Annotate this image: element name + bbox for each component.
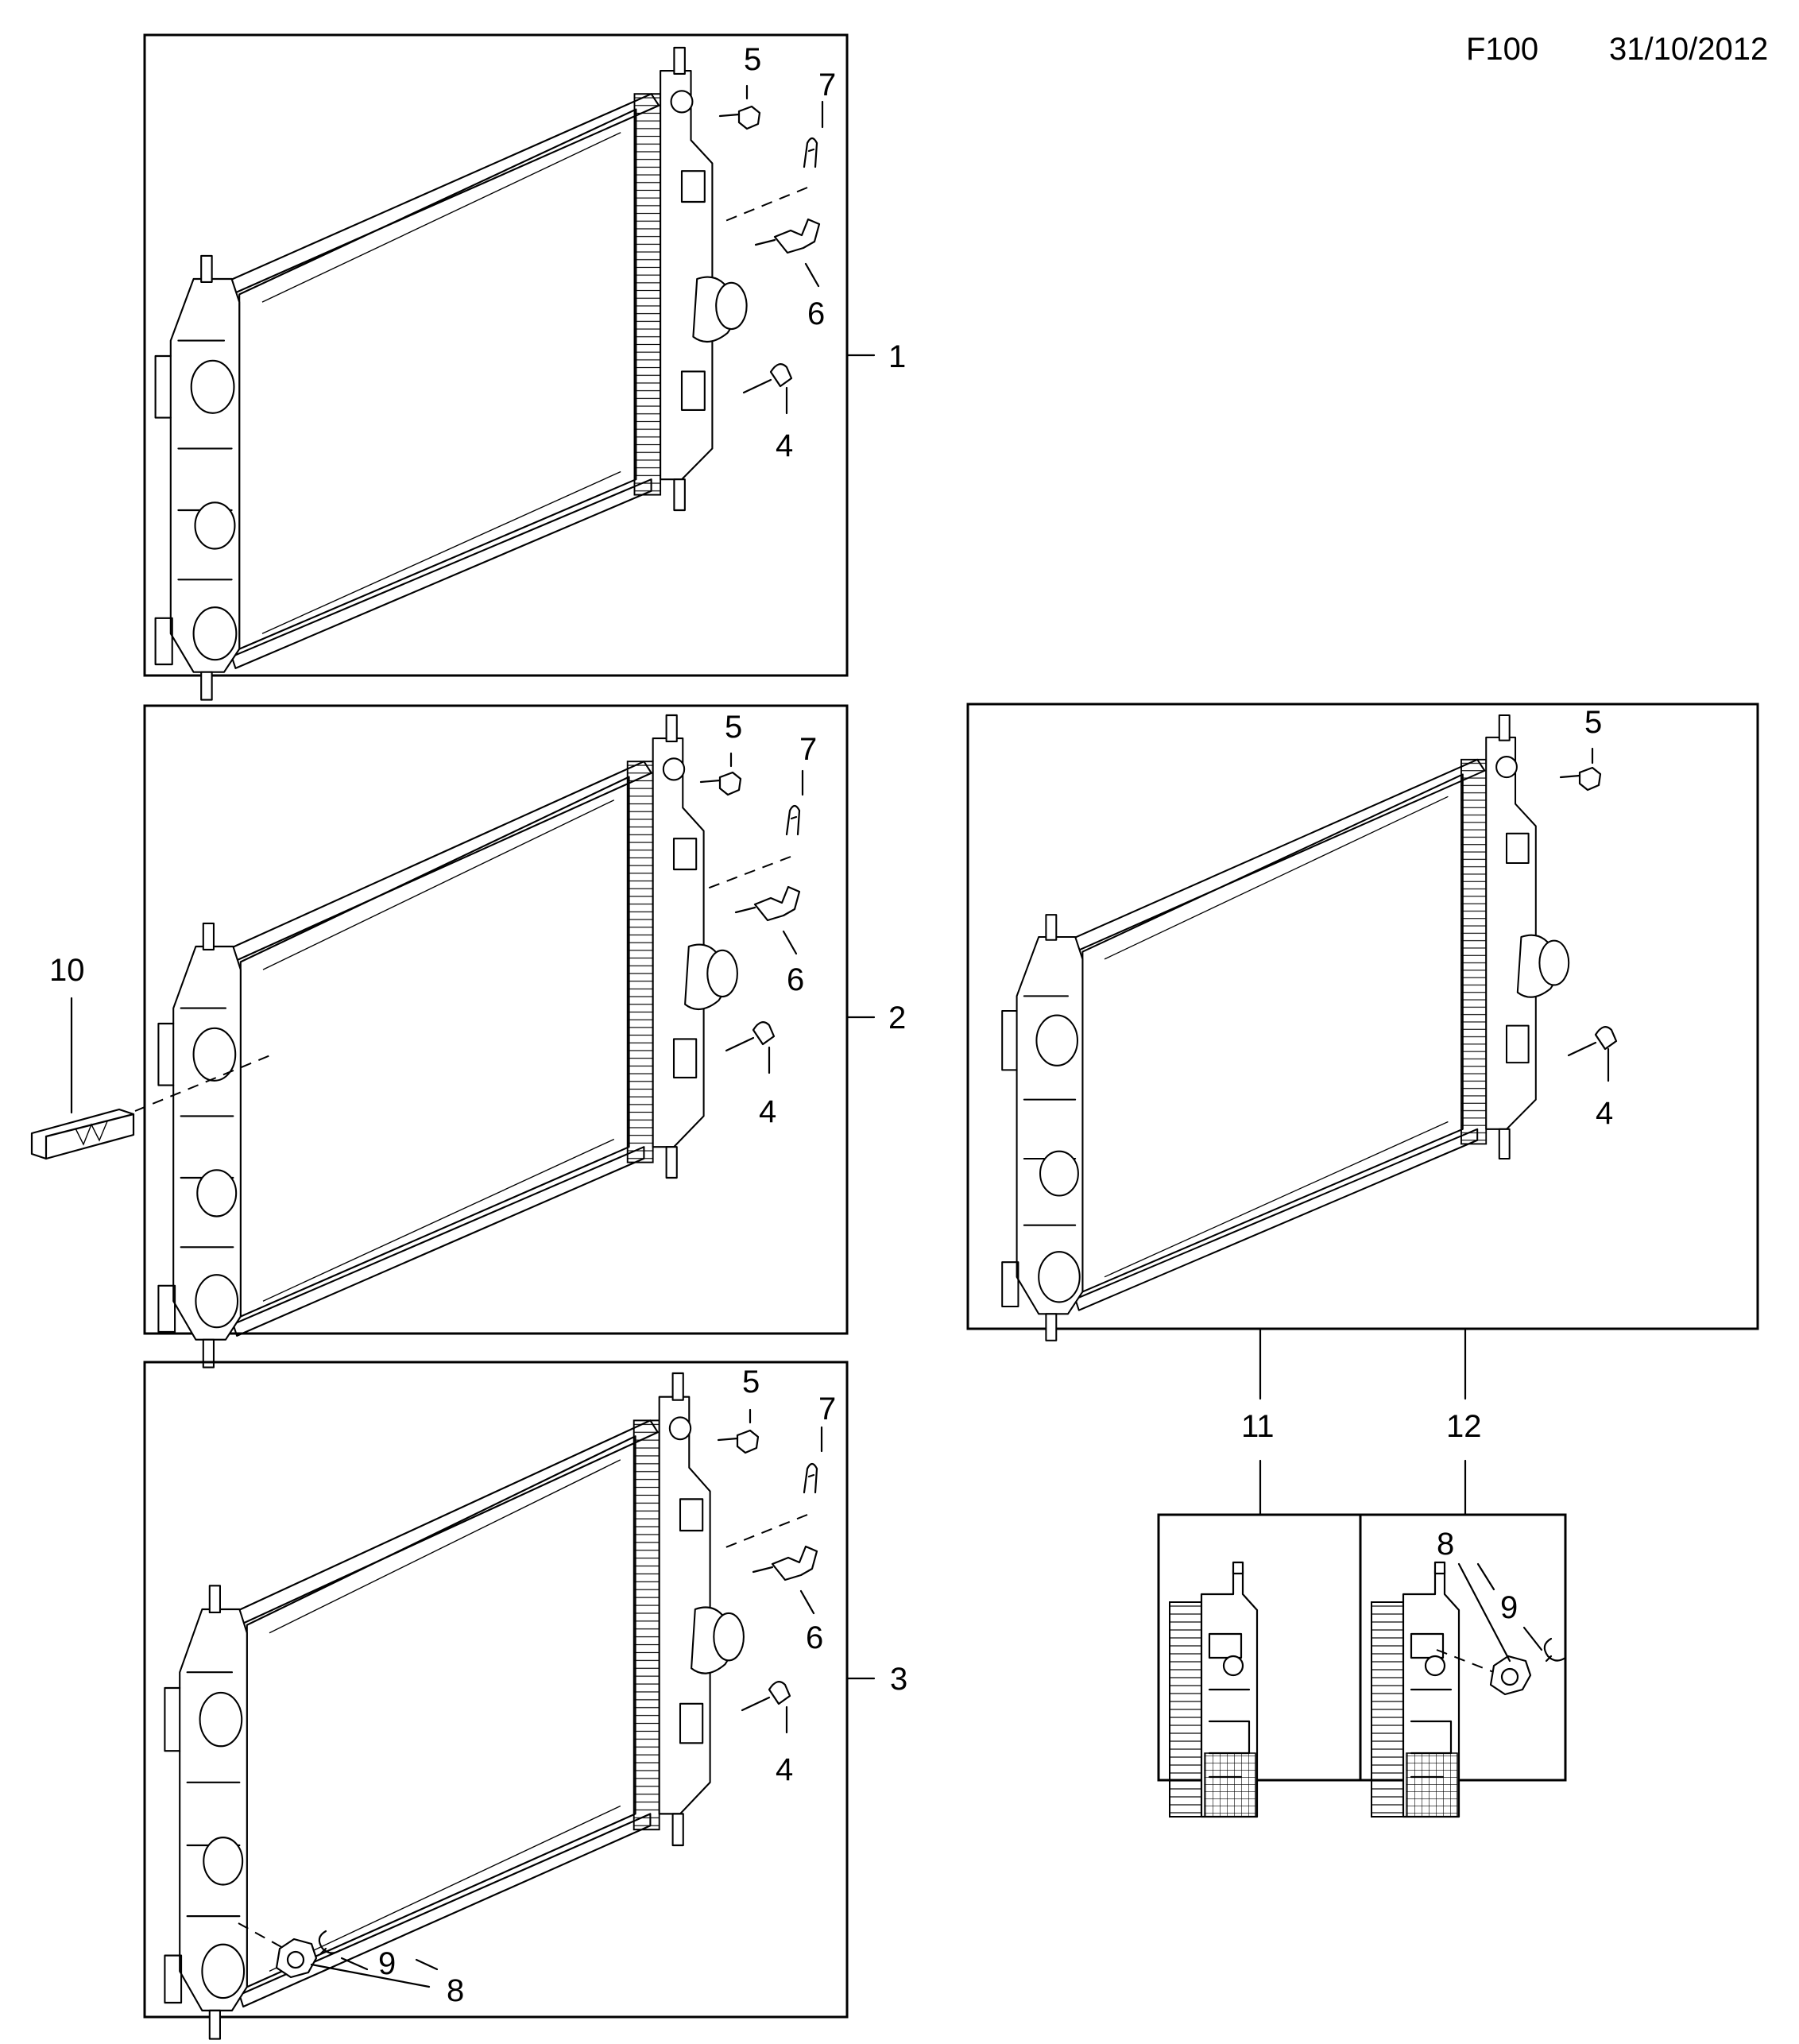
callout-4: 4: [776, 428, 793, 463]
clip-7-panel-3: [803, 1462, 818, 1494]
bolt-5-panel-1: [718, 105, 761, 130]
callout-5: 5: [742, 1365, 760, 1399]
radiator-2: [157, 714, 738, 1368]
drain-plug-8-detail-12: [1489, 1655, 1532, 1696]
diagram-date: 31/10/2012: [1609, 32, 1769, 67]
radiator-11-12: [1001, 714, 1570, 1341]
detail-box-12: [1359, 1513, 1567, 1782]
callout-7: 7: [818, 1392, 836, 1427]
callout-8: 8: [447, 1973, 464, 2008]
callout-6: 6: [787, 962, 804, 997]
callout-12: 12: [1446, 1409, 1482, 1444]
callout-2: 2: [888, 1001, 906, 1036]
part-10-bracket: [30, 1108, 135, 1160]
end-tank-detail-12: [1370, 1561, 1460, 1818]
end-tank-detail-11: [1168, 1561, 1259, 1818]
panel-radiator-11-12: [966, 703, 1759, 1330]
plug-4-panel-3: [741, 1681, 791, 1712]
callout-3: 3: [890, 1662, 907, 1697]
callout-4: 4: [776, 1752, 793, 1787]
panel-radiator-3: [143, 1361, 849, 2019]
callout-4: 4: [759, 1094, 776, 1129]
callout-5: 5: [1584, 705, 1602, 740]
callout-1: 1: [888, 339, 906, 374]
callout-7: 7: [799, 732, 817, 767]
ring-9-detail-12: [1543, 1637, 1567, 1663]
bolt-5-panel-3: [717, 1429, 760, 1454]
callout-9: 9: [1500, 1590, 1518, 1625]
plug-4-panel-2: [725, 1021, 776, 1052]
callout-5: 5: [725, 710, 742, 745]
radiator-1: [154, 46, 748, 701]
radiator-3: [164, 1372, 745, 2040]
sensor-6-panel-3: [752, 1545, 818, 1581]
callout-4: 4: [1596, 1096, 1613, 1131]
diagram-code: F100: [1466, 32, 1539, 67]
callout-7: 7: [818, 68, 836, 103]
panel-radiator-2: [143, 704, 849, 1335]
plug-4-panel-1: [742, 363, 793, 394]
callout-11: 11: [1241, 1409, 1275, 1444]
callout-5: 5: [744, 42, 761, 77]
callout-8: 8: [1437, 1527, 1454, 1562]
callout-6: 6: [806, 1620, 823, 1655]
callout-6: 6: [807, 296, 825, 331]
clip-7-panel-1: [803, 137, 818, 168]
callout-9: 9: [378, 1946, 396, 1981]
callout-10: 10: [49, 953, 85, 988]
clip-7-panel-2: [785, 804, 801, 836]
bolt-5-panel-right: [1559, 766, 1602, 792]
sensor-6-panel-1: [754, 218, 821, 254]
sensor-6-panel-2: [734, 885, 801, 922]
bolt-5-panel-2: [699, 771, 742, 796]
